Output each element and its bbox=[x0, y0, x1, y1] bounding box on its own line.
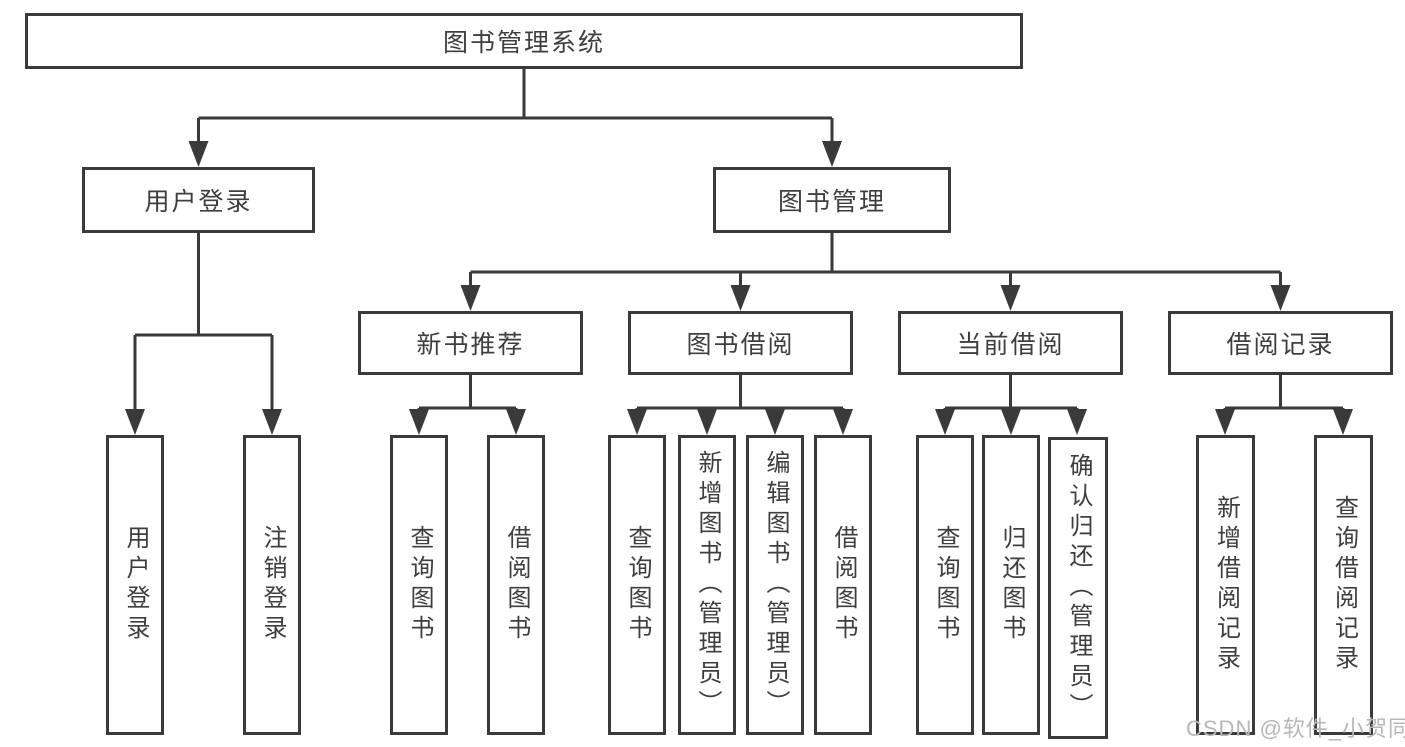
node-user-login: 用户登录 bbox=[82, 167, 315, 233]
node-current-borrow: 当前借阅 bbox=[898, 311, 1123, 375]
node-label: 用户登录 bbox=[122, 525, 149, 645]
node-label: 图书借阅 bbox=[686, 331, 795, 359]
node-label: 当前借阅 bbox=[956, 331, 1065, 359]
leaf-query-borrow-record: 查询借阅记录 bbox=[1314, 435, 1373, 735]
node-label: 编辑图书（管理员） bbox=[762, 450, 789, 720]
leaf-query-books-borrow: 查询图书 bbox=[608, 435, 666, 735]
node-library-management-system: 图书管理系统 bbox=[25, 13, 1023, 69]
node-label: 确认归还（管理员） bbox=[1065, 453, 1092, 723]
node-label: 借阅图书 bbox=[830, 525, 857, 645]
leaf-return-books: 归还图书 bbox=[982, 435, 1040, 735]
leaf-user-login: 用户登录 bbox=[106, 435, 164, 735]
node-borrow-records: 借阅记录 bbox=[1168, 311, 1393, 375]
node-label: 新书推荐 bbox=[416, 331, 525, 359]
node-label: 查询图书 bbox=[932, 525, 959, 645]
node-label: 用户登录 bbox=[144, 188, 253, 216]
node-label: 归还图书 bbox=[998, 525, 1025, 645]
node-label: 借阅图书 bbox=[503, 525, 530, 645]
node-book-management: 图书管理 bbox=[713, 167, 951, 233]
node-label: 查询图书 bbox=[624, 525, 651, 645]
leaf-add-books-admin: 新增图书（管理员） bbox=[678, 435, 736, 735]
leaf-borrow-books: 借阅图书 bbox=[814, 435, 872, 735]
node-label: 查询图书 bbox=[406, 525, 433, 645]
node-label: 新增借阅记录 bbox=[1212, 495, 1240, 675]
node-new-book-recommend: 新书推荐 bbox=[358, 311, 583, 375]
leaf-add-borrow-record: 新增借阅记录 bbox=[1196, 435, 1255, 735]
node-label: 新增图书（管理员） bbox=[694, 450, 721, 720]
csdn-watermark: CSDN @软件_小贺同学 bbox=[1186, 716, 1405, 741]
leaf-query-books-current: 查询图书 bbox=[916, 435, 974, 735]
node-book-borrow: 图书借阅 bbox=[628, 311, 853, 375]
leaf-logout: 注销登录 bbox=[243, 435, 301, 735]
leaf-borrow-books-recommend: 借阅图书 bbox=[487, 435, 545, 735]
node-label: 注销登录 bbox=[259, 525, 286, 645]
node-label: 借阅记录 bbox=[1226, 331, 1335, 359]
leaf-edit-books-admin: 编辑图书（管理员） bbox=[746, 435, 804, 735]
node-label: 图书管理系统 bbox=[442, 29, 605, 57]
node-label: 图书管理 bbox=[777, 188, 886, 216]
node-label: 查询借阅记录 bbox=[1330, 495, 1358, 675]
leaf-query-books-recommend: 查询图书 bbox=[390, 435, 448, 735]
leaf-confirm-return-admin: 确认归还（管理员） bbox=[1048, 437, 1108, 739]
